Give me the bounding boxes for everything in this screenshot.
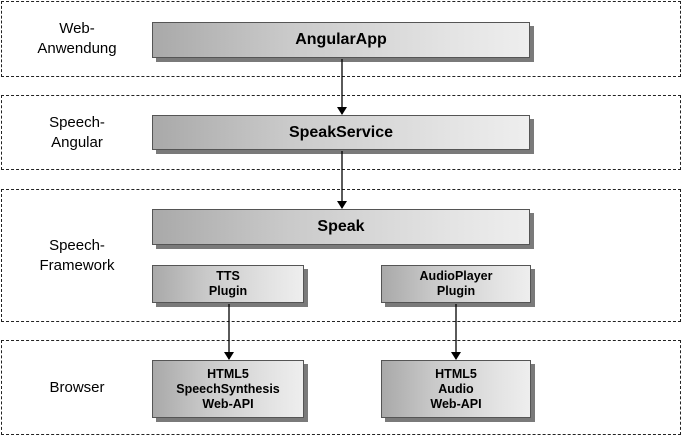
html5-audio-box: HTML5 Audio Web-API — [381, 360, 531, 418]
layer-speech-framework: Speech- Framework — [1, 189, 681, 322]
tts-plugin-box: TTS Plugin — [152, 265, 304, 303]
layer-label-speech-framework: Speech- Framework — [39, 237, 115, 274]
layer-browser: Browser — [1, 340, 681, 435]
angularapp-box: AngularApp — [152, 22, 530, 58]
speak-box: Speak — [152, 209, 530, 245]
layer-speech-angular: Speech- Angular — [1, 95, 681, 170]
layer-label-speech-angular: Speech- Angular — [49, 114, 105, 151]
html5-speechsynthesis-box: HTML5 SpeechSynthesis Web-API — [152, 360, 304, 418]
speakservice-box: SpeakService — [152, 115, 530, 150]
layer-label-web-anwendung: Web- Anwendung — [37, 20, 117, 57]
layer-label-browser: Browser — [49, 379, 105, 396]
layer-web-anwendung: Web- Anwendung — [1, 1, 681, 77]
audioplayer-plugin-box: AudioPlayer Plugin — [381, 265, 531, 303]
